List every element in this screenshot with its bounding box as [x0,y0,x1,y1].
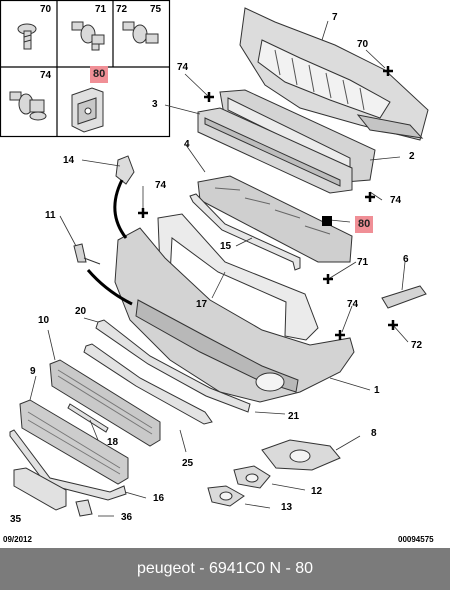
lower-trim-parts [9,403,127,517]
table-label-80-highlighted: 80 [90,66,109,83]
callout-6: 6 [403,254,409,265]
callout-11: 11 [45,210,56,221]
callout-14: 14 [63,155,75,166]
callout-21: 21 [288,411,300,422]
callout-74-mid: 74 [347,299,359,310]
part-11-sensor [73,243,101,265]
fastener-table [0,0,171,138]
clip-marker-80 [322,216,332,226]
table-label-71: 71 [95,4,107,15]
fog-surround-parts [207,439,341,507]
callout-3: 3 [152,99,158,110]
screw-70-icon [17,23,37,50]
part-2-reinforcement [219,89,376,183]
callout-9: 9 [30,366,36,377]
callout-74-right: 74 [390,195,402,206]
callout-36: 36 [121,512,133,523]
leader-curve-11 [86,269,133,306]
callout-7: 7 [332,12,338,23]
callout-72: 72 [411,340,423,351]
fastener-markers [138,66,398,340]
caption-text: peugeot - 6941C0 N - 80 [136,560,314,577]
table-label-75: 75 [150,4,162,15]
leader-curve-14 [113,179,128,239]
callout-16: 16 [153,493,165,504]
callout-74-top: 74 [177,62,189,73]
exploded-view [0,0,429,517]
part-9-lower-grille [49,359,161,447]
callout-74-left: 74 [155,180,167,191]
callout-1: 1 [374,385,380,396]
part-3-crossmember [197,107,353,194]
screw-74-icon [9,91,47,121]
part-6-bracket [381,285,427,309]
callout-12: 12 [311,486,323,497]
callout-70: 70 [357,39,369,50]
leader-lines [29,20,409,517]
part-10-grille-lower [19,399,129,485]
callout-18: 18 [107,437,119,448]
table-label-72: 72 [116,4,128,15]
diagram-date: 09/2012 [3,535,32,544]
callout-71: 71 [357,257,369,268]
caption-bar: peugeot - 6941C0 N - 80 [0,548,450,590]
part-20-21-strips [83,319,251,425]
part-15-strip [189,193,301,271]
screw-71-icon [71,21,105,51]
diagram-reference: 00094575 [398,535,434,544]
callout-15: 15 [220,241,232,252]
callout-80-highlighted: 80 [355,216,374,233]
callout-35: 35 [10,514,22,525]
callout-17: 17 [196,299,208,310]
callout-10: 10 [38,315,50,326]
part-14-bracket [115,155,135,185]
callout-25: 25 [182,458,194,469]
screw-72-icon [122,21,159,44]
part-7-grille [239,7,429,141]
callout-4: 4 [184,139,190,150]
part-1-bumper-shell [114,227,355,403]
table-label-70: 70 [40,4,52,15]
table-label-74: 74 [40,70,52,81]
callout-2: 2 [409,151,415,162]
callout-13: 13 [281,502,293,513]
clip-80-icon [71,87,104,133]
callout-20: 20 [75,306,87,317]
callout-8: 8 [371,428,377,439]
